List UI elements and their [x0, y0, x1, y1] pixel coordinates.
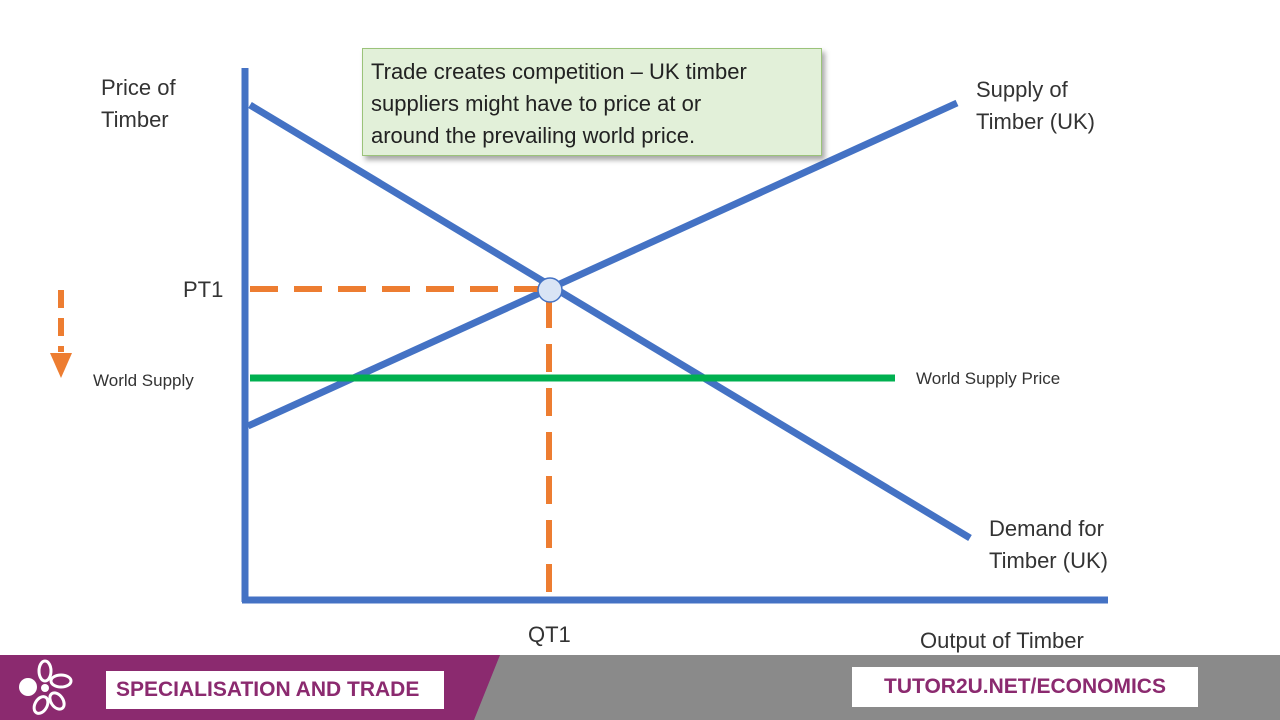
footer-bar: SPECIALISATION AND TRADE TUTOR2U.NET/ECO…: [0, 655, 1280, 720]
demand-curve: [248, 102, 972, 541]
supply-label: Supply of Timber (UK): [976, 74, 1095, 138]
down-arrow-icon: [50, 353, 72, 378]
supply-demand-diagram: [50, 68, 1108, 604]
world-supply-right-label: World Supply Price: [916, 369, 1061, 388]
supply-curve: [246, 99, 959, 430]
y-axis-label-line2: Timber: [101, 107, 169, 132]
demand-label-line2: Timber (UK): [989, 548, 1108, 573]
supply-label-line1: Supply of: [976, 77, 1068, 102]
supply-label-line2: Timber (UK): [976, 109, 1095, 134]
flower-logo-icon: [19, 659, 73, 715]
demand-label: Demand for Timber (UK): [989, 513, 1108, 577]
x-axis-label: Output of Timber: [920, 628, 1084, 653]
callout-line2: suppliers might have to price at or: [371, 91, 702, 116]
callout-line3: around the prevailing world price.: [371, 123, 696, 148]
trade-competition-callout: Trade creates competition – UK timber su…: [362, 48, 822, 156]
quantity-label: QT1: [528, 622, 571, 647]
demand-label-line1: Demand for: [989, 516, 1104, 541]
callout-line1: Trade creates competition – UK timber: [371, 59, 747, 84]
y-axis-label: Price of Timber: [101, 72, 176, 136]
website-link[interactable]: TUTOR2U.NET/ECONOMICS: [852, 667, 1198, 707]
price-label: PT1: [183, 277, 224, 302]
topic-label: SPECIALISATION AND TRADE: [106, 671, 444, 709]
y-axis-label-line1: Price of: [101, 75, 176, 100]
equilibrium-point: [537, 277, 563, 303]
world-supply-left-label: World Supply: [93, 371, 194, 390]
